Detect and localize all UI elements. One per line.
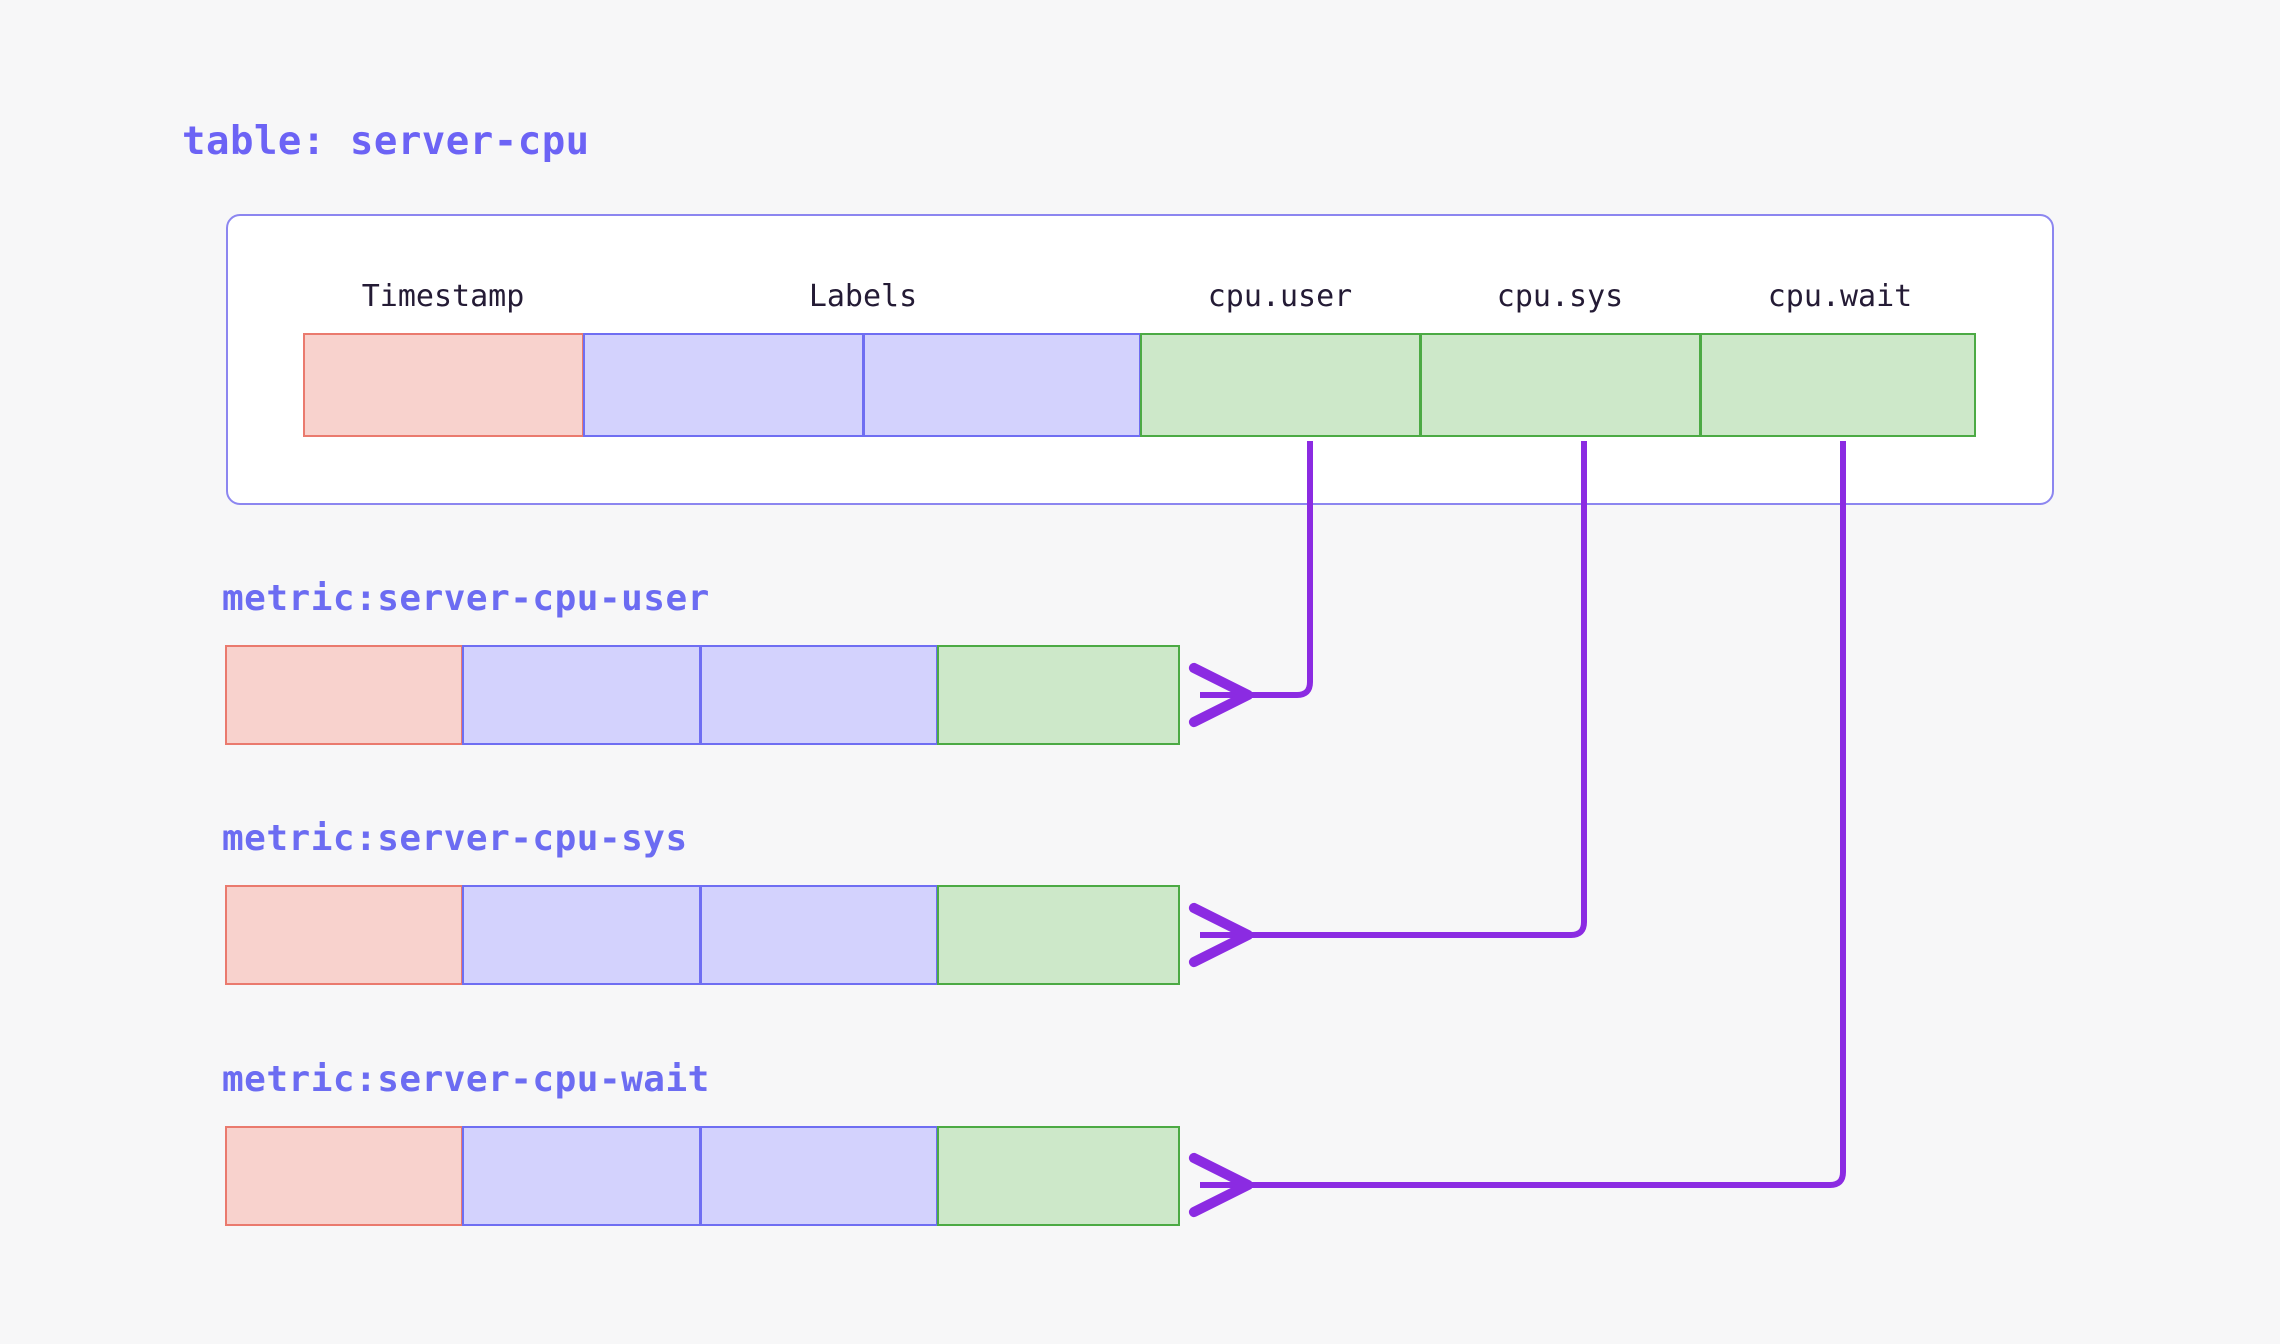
table-cell-cpu-user bbox=[1140, 333, 1421, 437]
metric-sys-cell-value bbox=[937, 885, 1180, 985]
column-header-cpu-wait: cpu.wait bbox=[1767, 279, 1913, 314]
connector-cpu-sys bbox=[1188, 441, 1587, 968]
table-cell-labels-a bbox=[583, 333, 864, 437]
table-cell-labels-b bbox=[863, 333, 1141, 437]
column-header-cpu-user: cpu.user bbox=[1207, 279, 1353, 314]
metric-sys-cell-labels-a bbox=[462, 885, 701, 985]
table-title: table: server-cpu bbox=[182, 119, 590, 164]
table-cell-timestamp bbox=[303, 333, 584, 437]
column-header-cpu-sys: cpu.sys bbox=[1496, 279, 1624, 314]
metric-title-server-cpu-user: metric:server-cpu-user bbox=[222, 578, 710, 619]
column-header-labels: Labels bbox=[808, 279, 918, 314]
table-cell-cpu-wait bbox=[1700, 333, 1976, 437]
metric-wait-cell-value bbox=[937, 1126, 1180, 1226]
metric-wait-cell-labels-b bbox=[700, 1126, 938, 1226]
metric-user-cell-timestamp bbox=[225, 645, 463, 745]
metric-sys-cell-labels-b bbox=[700, 885, 938, 985]
metric-user-cell-value bbox=[937, 645, 1180, 745]
column-header-timestamp: Timestamp bbox=[361, 279, 525, 314]
table-cell-cpu-sys bbox=[1420, 333, 1701, 437]
connector-cpu-wait bbox=[1188, 441, 1846, 1218]
metric-title-server-cpu-sys: metric:server-cpu-sys bbox=[222, 818, 688, 859]
metric-wait-cell-timestamp bbox=[225, 1126, 463, 1226]
metric-user-cell-labels-b bbox=[700, 645, 938, 745]
metric-wait-cell-labels-a bbox=[462, 1126, 701, 1226]
metric-title-server-cpu-wait: metric:server-cpu-wait bbox=[222, 1059, 710, 1100]
metric-user-cell-labels-a bbox=[462, 645, 701, 745]
metric-sys-cell-timestamp bbox=[225, 885, 463, 985]
